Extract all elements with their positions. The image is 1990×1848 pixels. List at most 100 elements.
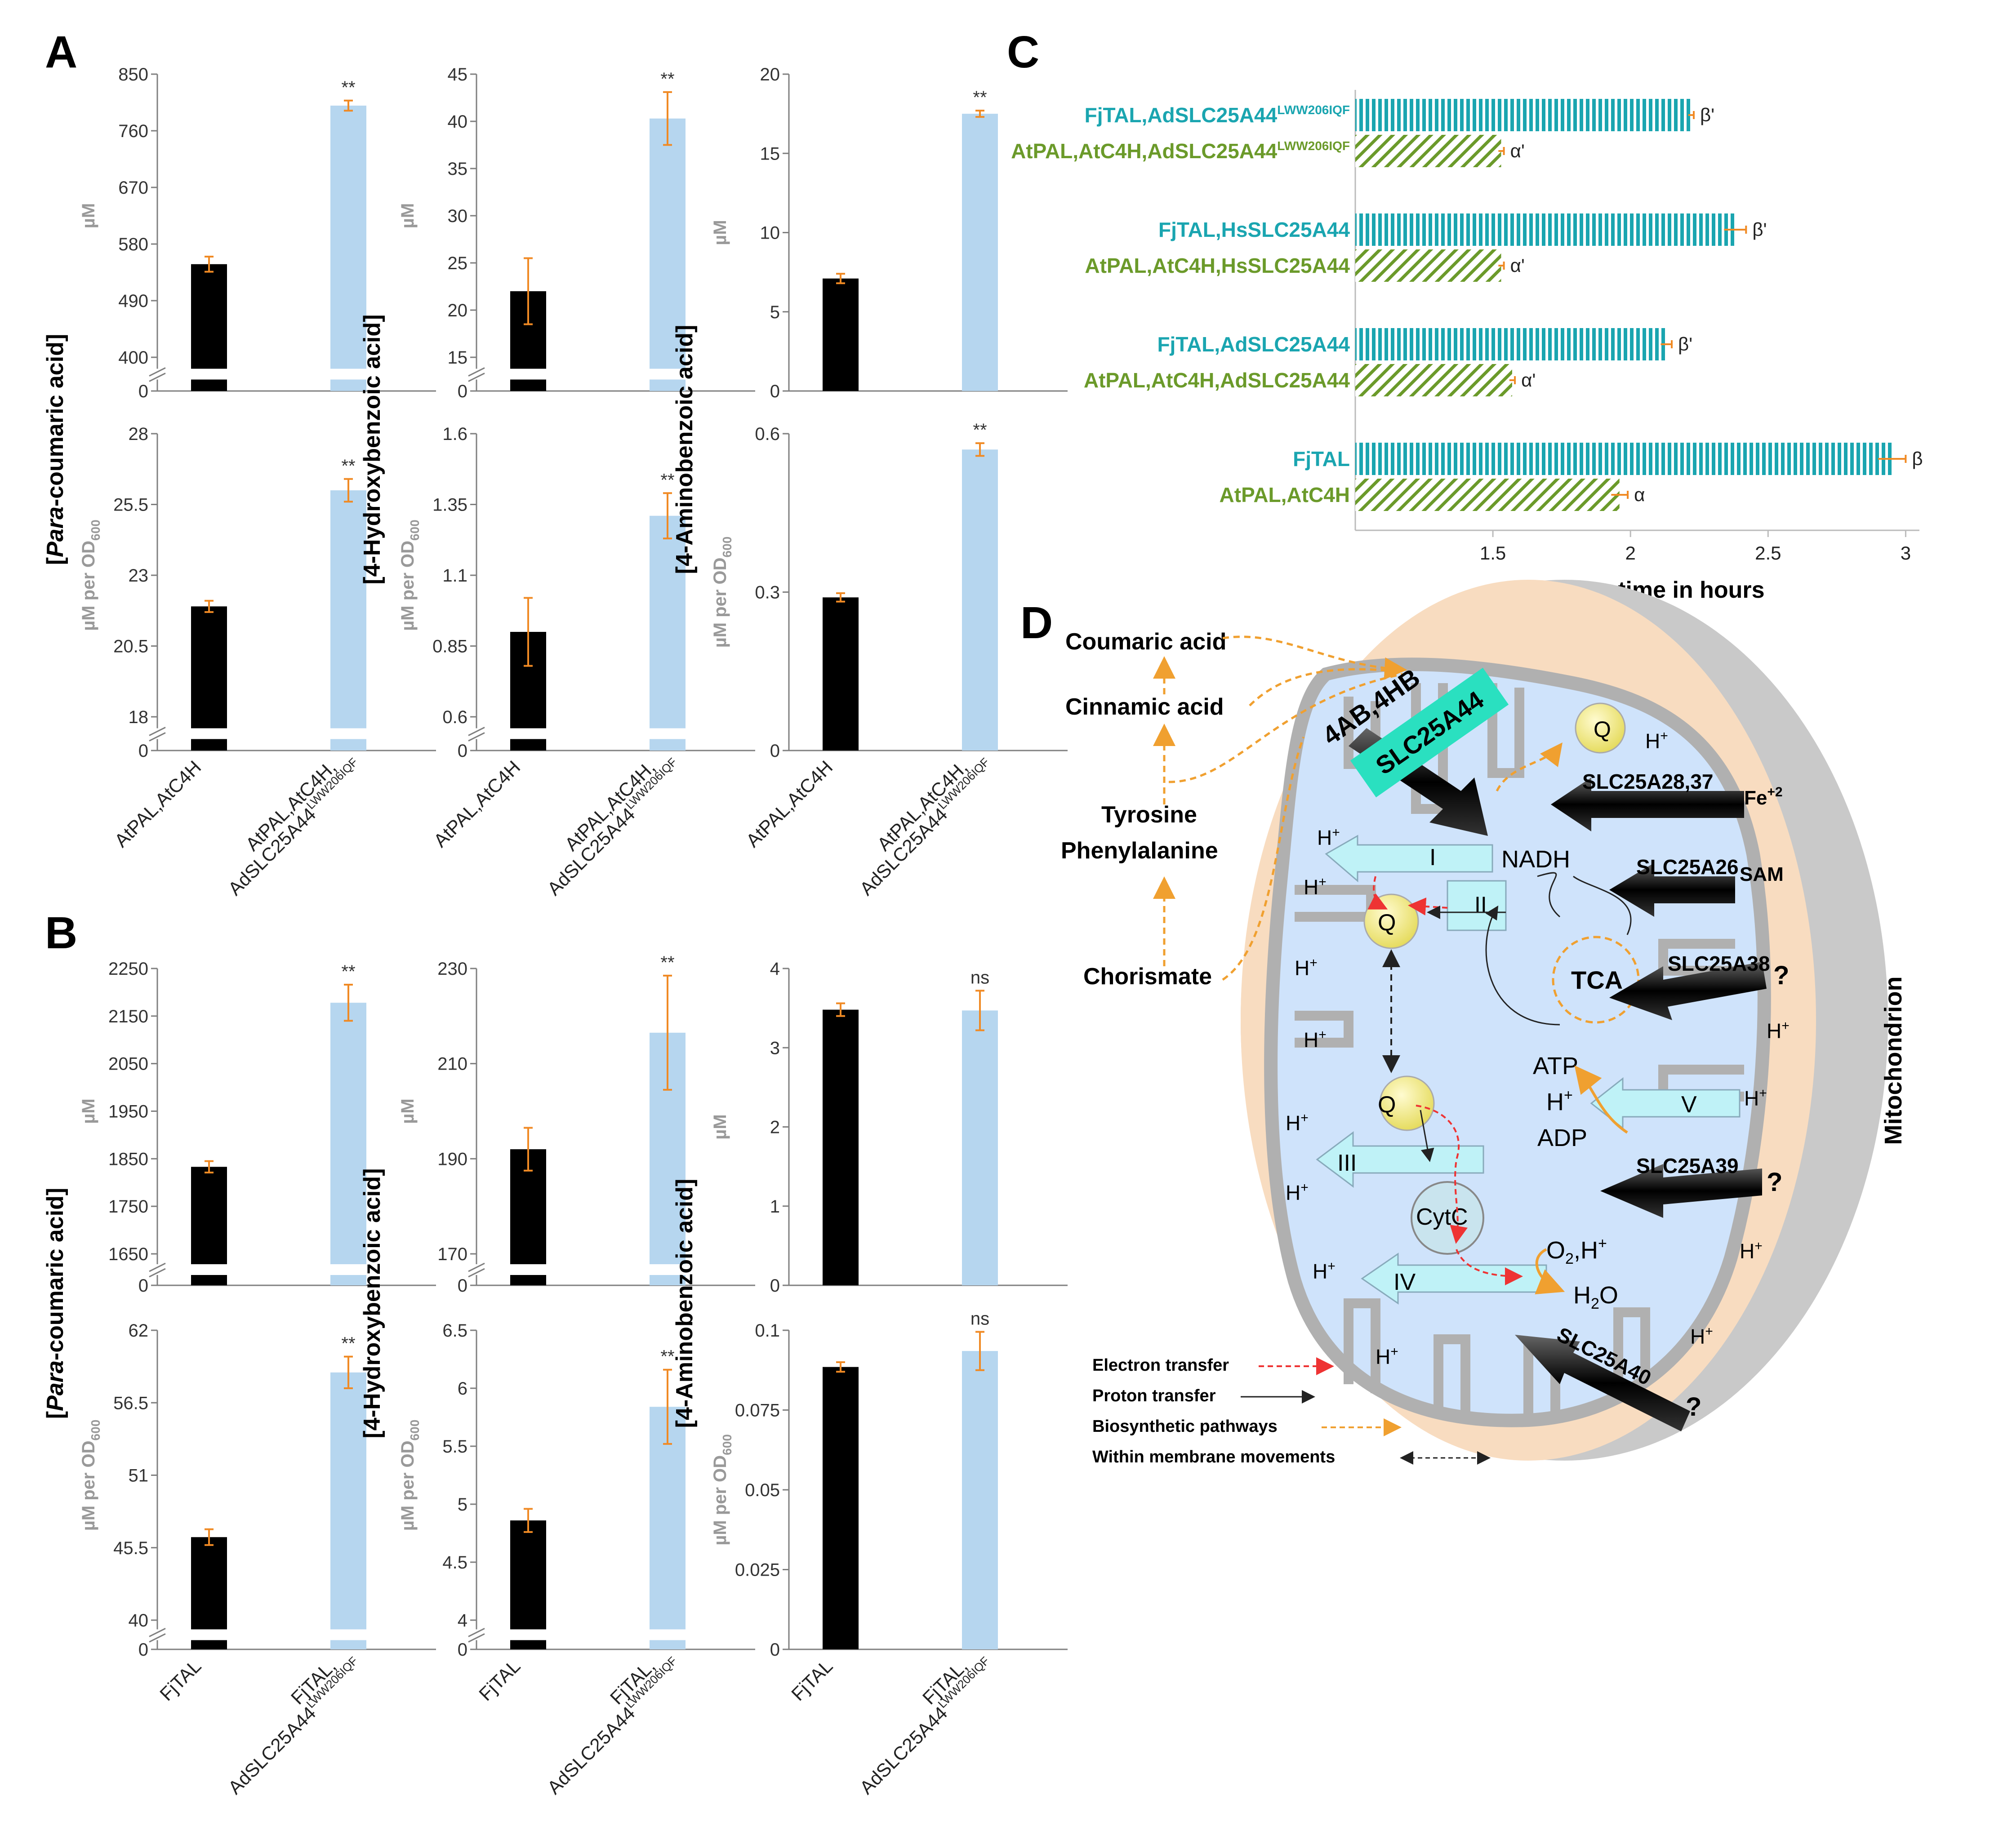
bar-control (510, 1149, 546, 1285)
label-cinnamic-acid: Cinnamic acid (1065, 694, 1224, 720)
x-label-treated-2: AdSLC25A44LWW206IQF (854, 755, 998, 899)
y-tick-label: 0 (138, 741, 148, 761)
axis-break-mark (468, 1628, 485, 1637)
y-tick-label: 1650 (108, 1244, 148, 1264)
panel-label-a: A (45, 27, 77, 77)
panel-d-diagram: Coumaric acid Cinnamic acid Tyrosine Phe… (1061, 580, 1907, 1466)
axis-break-mark (149, 373, 166, 382)
svg-text:H+: H+ (1295, 955, 1318, 980)
y-tick-label: 490 (118, 291, 148, 311)
svg-text:H+: H+ (1304, 875, 1327, 899)
y-axis-label: µM (398, 1098, 418, 1124)
axis-break-mark (149, 732, 166, 742)
label-chorismate: Chorismate (1083, 964, 1212, 990)
svg-text:H+: H+ (1317, 825, 1340, 849)
tca-cycle (1552, 936, 1640, 1024)
bar-break-gap (329, 728, 367, 739)
y-tick-label: 40 (129, 1611, 149, 1630)
label-fe: Fe+2 (1744, 785, 1783, 809)
axis-break-mark (468, 732, 485, 742)
axis-break-mark (468, 1262, 485, 1272)
y-tick-label: 4.5 (442, 1553, 467, 1573)
nadh-flow (1486, 872, 1632, 1026)
significance-label: ** (660, 1347, 674, 1367)
y-tick-label: 45 (448, 65, 468, 84)
y-tick-label: 0 (458, 1276, 467, 1296)
significance-label: ** (973, 88, 987, 107)
y-tick-label: 5 (458, 1495, 467, 1515)
y-tick-label: 0.6 (442, 707, 467, 727)
bar-break-gap (329, 1629, 367, 1640)
svg-text:H+: H+ (1286, 1111, 1309, 1135)
legend-proton: Proton transfer (1092, 1386, 1216, 1405)
axis-break-mark (468, 1268, 485, 1278)
bar-break-gap (509, 1629, 547, 1640)
bar-treated (330, 1003, 366, 1285)
bar-treated (330, 490, 366, 751)
significance-label: ** (660, 953, 674, 973)
y-tick-label: 1750 (108, 1197, 148, 1217)
y-tick-label: 0 (770, 1276, 780, 1296)
x-label-treated-2: AdSLC25A44LWW206IQF (542, 1654, 686, 1798)
significance-label: ** (973, 420, 987, 440)
c-category-label: FjTAL,HsSLC25A44 (1158, 218, 1350, 241)
row-title-amino-b: [4-Aminobenzoic acid] (672, 1179, 698, 1428)
y-tick-label: 15 (760, 144, 780, 164)
y-tick-label: 1.6 (442, 424, 467, 444)
x-label-control: AtPAL,AtC4H (742, 756, 837, 851)
q-sphere-top (1575, 702, 1626, 754)
axis-break-mark (468, 373, 485, 382)
svg-text:H+: H+ (1744, 1086, 1767, 1110)
x-label-control: FjTAL (787, 1655, 837, 1705)
y-axis-label: µM per OD600 (79, 1420, 102, 1531)
h2o-label: H2O (1573, 1282, 1618, 1312)
y-tick-label: 0 (138, 382, 148, 401)
y-axis-label: µM per OD600 (710, 1434, 734, 1546)
y-tick-label: 0.85 (432, 637, 467, 657)
y-tick-label: 0 (458, 741, 467, 761)
x-label-control: AtPAL,AtC4H (429, 756, 524, 851)
significance-label: ** (341, 78, 355, 98)
significance-label: ** (341, 456, 355, 476)
x-label-control: FjTAL (156, 1655, 205, 1705)
y-tick-label: 10 (760, 223, 780, 243)
y-axis-label: µM (79, 1098, 98, 1124)
c-category-label: FjTAL (1293, 447, 1350, 471)
y-tick-label: 45.5 (113, 1538, 148, 1558)
y-tick-label: 23 (129, 566, 149, 586)
bar-charts: 8507606705804904000µM**454035302520150µM… (79, 65, 1068, 1798)
svg-text:H+: H+ (1645, 729, 1668, 753)
y-axis-label: µM per OD600 (79, 520, 102, 631)
y-tick-label: 400 (118, 348, 148, 368)
legend-membrane: Within membrane movements (1092, 1448, 1335, 1466)
axis-break-mark (149, 367, 166, 377)
y-axis-label: µM (398, 203, 418, 228)
y-tick-label: 0 (138, 1276, 148, 1296)
y-tick-label: 5 (770, 302, 780, 322)
y-tick-label: 210 (437, 1054, 467, 1074)
bar-treated (650, 118, 686, 391)
bar-treated (650, 1407, 686, 1649)
y-tick-label: 1850 (108, 1149, 148, 1169)
axis-break-mark (149, 1268, 166, 1278)
bar-treated (962, 114, 998, 391)
y-tick-label: 850 (118, 65, 148, 84)
bar-control (823, 1367, 859, 1649)
y-tick-label: 0 (770, 382, 780, 401)
y-tick-label: 25 (448, 253, 468, 273)
axis-break-mark (468, 1633, 485, 1643)
y-tick-label: 0.3 (755, 583, 780, 603)
svg-text:H+: H+ (1376, 1344, 1398, 1368)
y-axis-label: µM per OD600 (398, 520, 422, 631)
row-title-hydroxy-b: [4-Hydroxybenzoic acid] (359, 1168, 385, 1438)
panel-label-d: D (1020, 598, 1053, 648)
hplus-complex-v: H+ (1546, 1087, 1573, 1115)
bar-break-gap (190, 1629, 228, 1640)
y-tick-label: 4 (458, 1611, 467, 1630)
